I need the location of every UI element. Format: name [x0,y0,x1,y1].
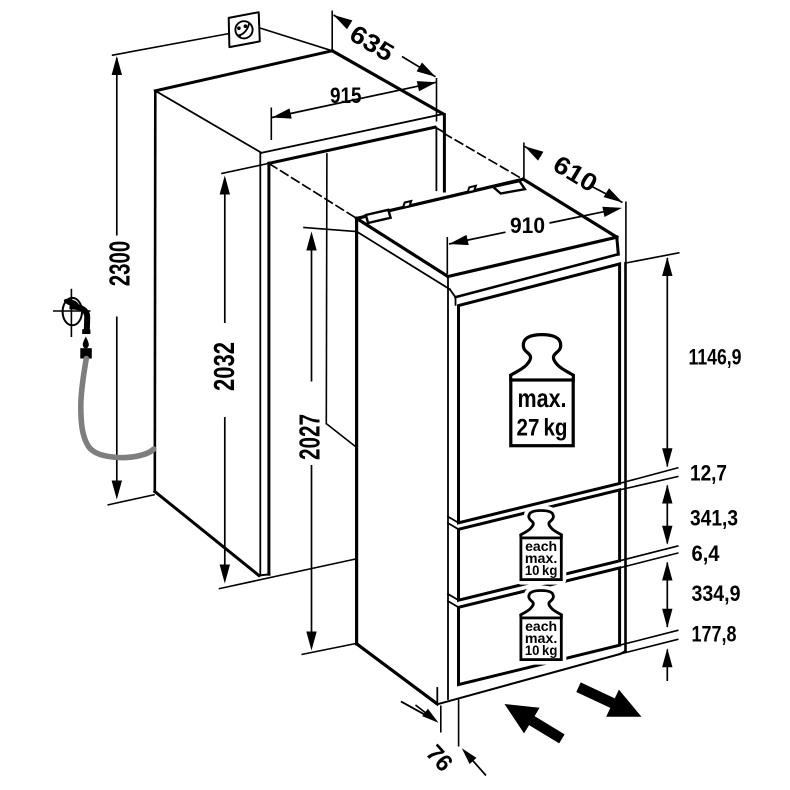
svg-text:177,8: 177,8 [692,622,737,647]
svg-text:10 kg: 10 kg [525,563,558,578]
svg-text:each: each [525,539,557,554]
svg-text:12,7: 12,7 [690,461,727,486]
svg-text:2300: 2300 [105,241,137,287]
svg-text:2027: 2027 [295,414,327,460]
svg-text:341,3: 341,3 [690,505,738,530]
svg-text:each: each [525,619,557,634]
svg-text:6,4: 6,4 [692,541,721,566]
svg-text:max.: max. [525,551,558,566]
svg-text:915: 915 [330,83,362,108]
svg-text:max.: max. [525,631,558,646]
svg-text:910: 910 [510,213,545,238]
svg-text:10 kg: 10 kg [525,643,558,658]
svg-text:334,9: 334,9 [692,581,741,606]
svg-text:2032: 2032 [209,342,241,391]
svg-text:27 kg: 27 kg [517,415,568,442]
svg-text:max.: max. [518,383,567,413]
svg-text:1146,9: 1146,9 [689,345,742,370]
